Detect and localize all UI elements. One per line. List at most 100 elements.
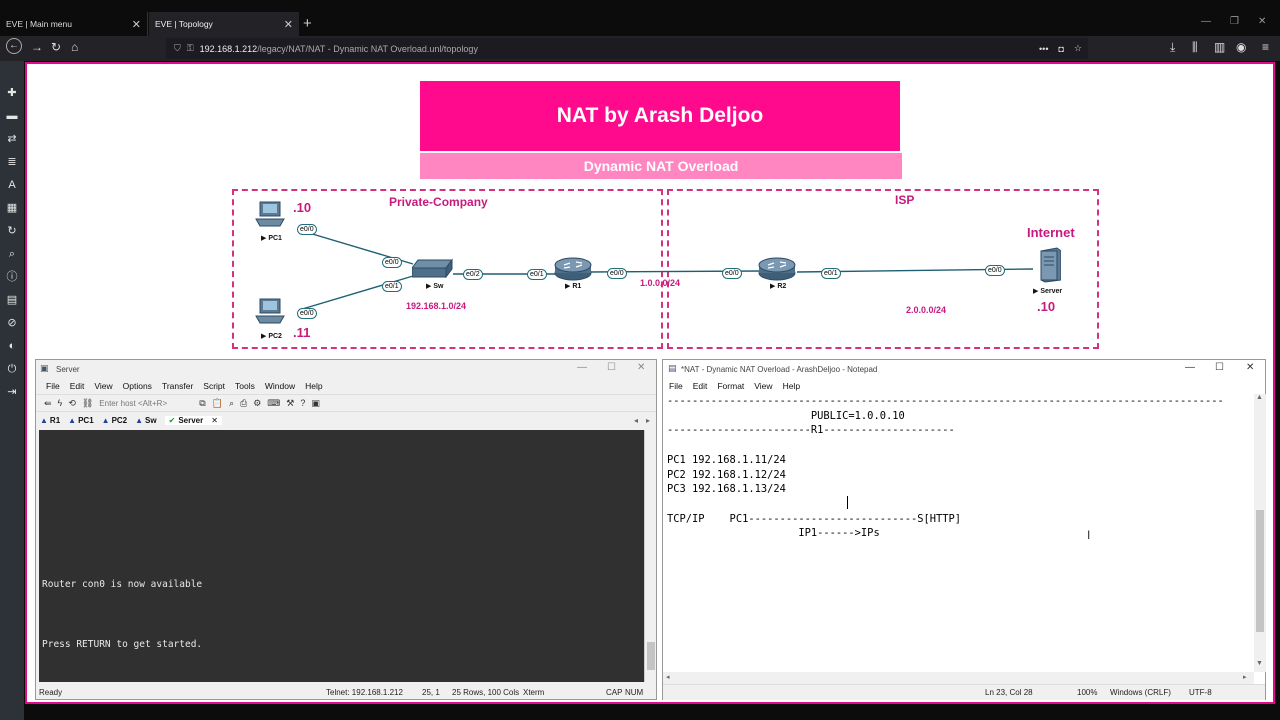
menu-edit[interactable]: Edit [69,381,85,391]
session-tab-pc1[interactable]: ▲PC1 [68,415,94,425]
menu-icon[interactable]: ≡ [1262,40,1270,54]
menu-options[interactable]: Options [122,381,152,391]
pc2-node-icon[interactable] [254,298,288,324]
host-input[interactable]: Enter host <Alt+R> [99,398,168,408]
notepad-maximize-icon[interactable]: ☐ [1215,362,1224,373]
logout-icon[interactable]: ⇥ [7,386,17,398]
pc1-node-icon[interactable] [254,201,288,227]
notepad-close-icon[interactable]: ✕ [1246,362,1255,373]
terminal-status-bar: Ready Telnet: 192.168.1.212 25, 1 25 Row… [36,685,656,700]
menu-view[interactable]: View [754,381,773,391]
notepad-horizontal-scrollbar[interactable]: ◂ ▸ [663,672,1254,684]
library-icon[interactable]: ⫼ [1192,40,1198,54]
r2-node-icon[interactable] [758,257,796,281]
options-icon[interactable]: ⚒ [286,397,295,408]
status-icon[interactable]: ⓘ [6,271,18,283]
browser-tab-main-menu[interactable]: EVE | Main menu ✕ [0,12,148,36]
terminal-line: Press RETURN to get started. [42,639,203,650]
home-icon[interactable]: ⌂ [71,40,79,54]
session-tab-r1[interactable]: ▲R1 [40,415,61,425]
close-tab-icon[interactable]: ✕ [211,415,218,425]
maximize-icon[interactable]: ❐ [1230,16,1239,27]
account-icon[interactable]: ◉ [1236,40,1247,54]
menu-view[interactable]: View [94,381,113,391]
menu-window[interactable]: Window [264,381,296,391]
download-icon[interactable]: ⤓ [1170,40,1176,54]
menu-file[interactable]: File [669,381,683,391]
notepad-vertical-scrollbar[interactable]: ▲ ▼ [1254,394,1266,672]
terminal-minimize-icon[interactable]: — [577,362,587,373]
help-icon[interactable]: ? [300,398,306,408]
refresh-icon[interactable]: ↻ [7,225,17,237]
close-icon[interactable]: ✕ [131,18,141,31]
zoom-icon[interactable]: ⌕ [8,248,16,260]
startup-config-icon[interactable]: ≣ [7,156,17,168]
print-icon[interactable]: ⎙ [240,397,248,408]
menu-transfer[interactable]: Transfer [161,381,194,391]
settings-icon[interactable]: ⚙ [253,397,262,408]
find-icon[interactable]: ⌕ [228,397,234,408]
nodes-icon[interactable]: ▬ [6,110,18,122]
sftp-icon[interactable]: ▣ [311,397,320,408]
menu-format[interactable]: Format [717,381,745,391]
paste-icon[interactable]: 📋 [211,397,223,408]
notepad-text-area[interactable]: ----------------------------------------… [667,395,1224,540]
menu-edit[interactable]: Edit [692,381,708,391]
reload-icon[interactable]: ↻ [51,40,62,54]
forward-icon[interactable]: → [31,40,43,54]
terminal-maximize-icon[interactable]: ☐ [607,362,616,373]
warning-icon: ▲ [40,415,48,425]
terminal-screen[interactable]: Router con0 is now available Press RETUR… [39,430,644,682]
more-icon[interactable]: ••• [1039,43,1049,54]
scroll-up-icon[interactable]: ▲ [1256,394,1263,401]
scroll-down-icon[interactable]: ▼ [1256,660,1263,667]
status-telnet: Telnet: 192.168.1.212 [326,688,403,697]
tab-scroll-left-icon[interactable]: ◂ [633,415,638,425]
close-window-icon[interactable]: ✕ [1258,16,1267,27]
lightning-icon[interactable]: ϟ [57,398,63,408]
tab-scroll-right-icon[interactable]: ▸ [645,415,650,425]
scroll-left-icon[interactable]: ◂ [666,674,670,681]
add-object-icon[interactable]: ✚ [7,87,17,99]
browser-tab-topology[interactable]: EVE | Topology ✕ [149,12,299,36]
menu-help[interactable]: Help [305,381,323,391]
new-tab-icon[interactable]: + [303,15,312,32]
terminal-scrollbar[interactable] [644,430,656,682]
reconnect-icon[interactable]: ⟲ [68,397,76,408]
notepad-window[interactable]: *NAT - Dynamic NAT Overload - ArashDeljo… [662,359,1266,700]
menu-tools[interactable]: Tools [235,381,255,391]
text-icon[interactable]: A [8,179,16,191]
menu-script[interactable]: Script [203,381,226,391]
power-icon[interactable]: ⏻ [7,363,17,375]
session-tab-pc2[interactable]: ▲PC2 [101,415,128,425]
grid-icon[interactable]: ▦ [6,202,18,214]
lock-lab-icon[interactable]: ⊘ [7,317,17,329]
pocket-icon[interactable]: ◘ [1058,43,1064,54]
close-icon[interactable]: ✕ [283,18,293,31]
menu-help[interactable]: Help [782,381,801,391]
connect-icon[interactable]: ⇚ [44,397,52,408]
server-node-icon[interactable] [1037,247,1062,283]
menu-file[interactable]: File [46,381,60,391]
scrollbar-thumb[interactable] [647,642,655,670]
minimize-icon[interactable]: — [1201,16,1211,27]
networks-icon[interactable]: ⇄ [7,133,17,145]
notepad-minimize-icon[interactable]: — [1185,362,1195,373]
session-tab-sw[interactable]: ▲Sw [135,415,157,425]
link-icon[interactable]: ⛓ [81,397,94,408]
copy-icon[interactable]: ⧉ [199,397,206,408]
scrollbar-thumb[interactable] [1256,510,1264,632]
back-icon[interactable]: ← [6,38,22,54]
switch-node-icon[interactable] [411,258,454,279]
terminal-close-icon[interactable]: ✕ [637,362,646,373]
scroll-right-icon[interactable]: ▸ [1243,674,1247,681]
keymap-icon[interactable]: ⌨ [267,397,281,408]
sidebar-icon[interactable]: ▥ [1214,40,1226,54]
dark-mode-icon[interactable]: ◐ [8,340,16,352]
url-bar[interactable]: ⛉ ⚿ 192.168.1.212 /legacy/NAT/NAT - Dyna… [166,38,1088,59]
r1-node-icon[interactable] [554,257,592,281]
lab-details-icon[interactable]: ▤ [6,294,18,306]
terminal-window[interactable]: Server ▣ — ☐ ✕ File Edit View Options Tr… [35,359,657,700]
session-tab-server[interactable]: ✔Server✕ [164,415,222,425]
bookmark-star-icon[interactable]: ☆ [1073,43,1082,53]
